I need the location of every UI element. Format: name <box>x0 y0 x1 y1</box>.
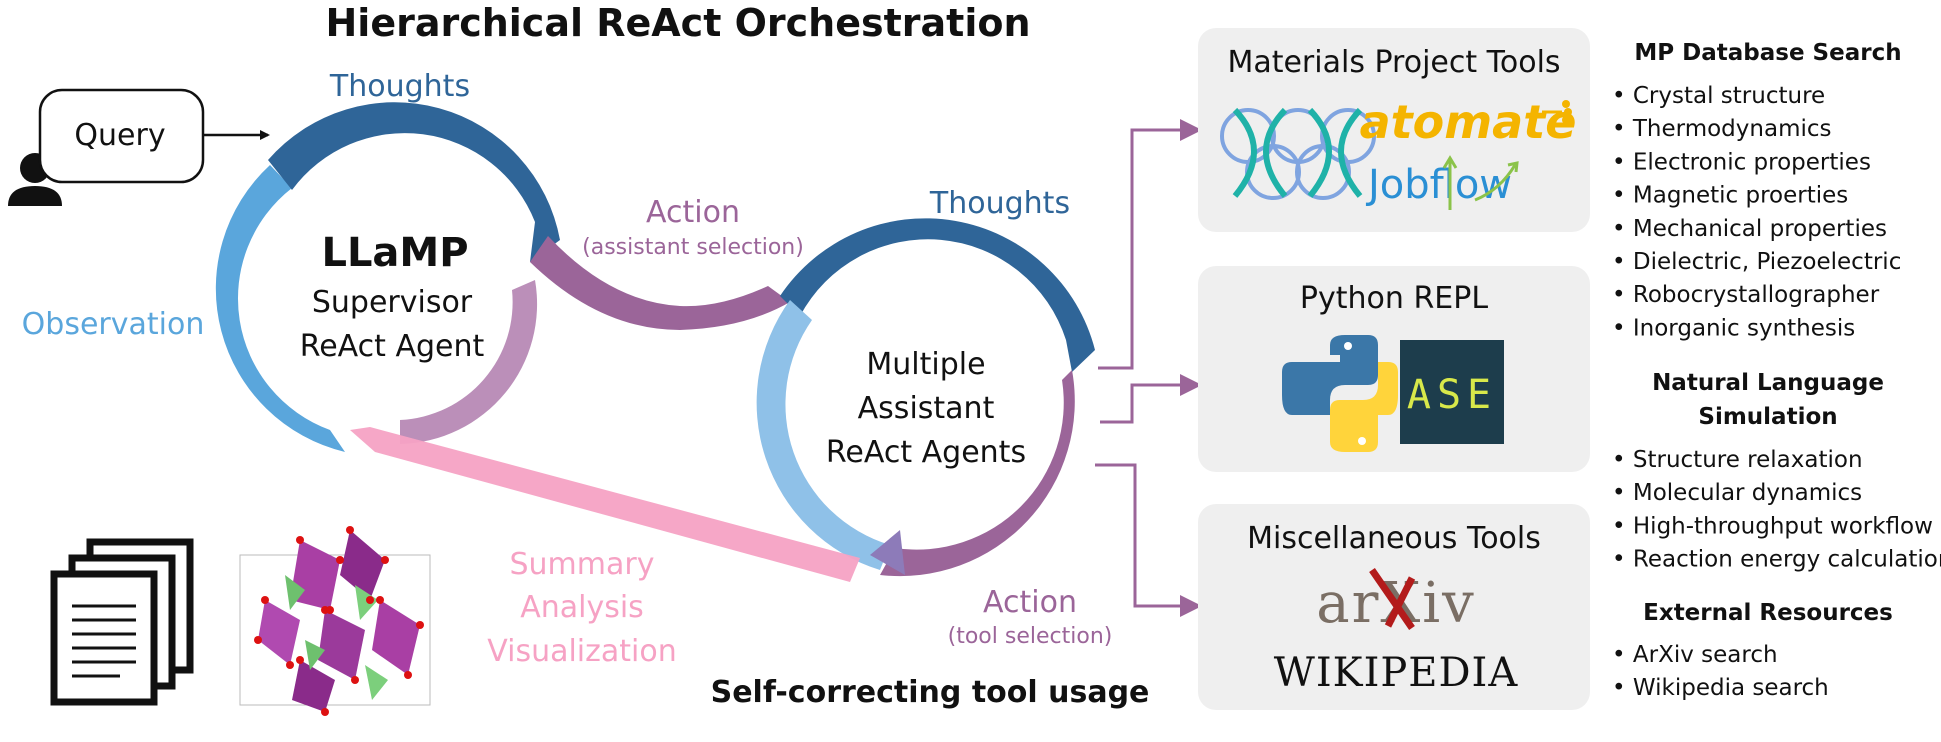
capability-item: • Dielectric, Piezoelectric <box>1612 249 1901 275</box>
mp-search-heading: MP Database Search <box>1634 40 1901 66</box>
capability-item: • Structure relaxation <box>1612 447 1863 473</box>
supervisor-action-label: Action <box>646 195 740 230</box>
capability-item: • Robocrystallographer <box>1612 282 1880 308</box>
summary-line1: Summary <box>510 547 655 582</box>
nl-sim-list: • Structure relaxation • Molecular dynami… <box>1612 447 1941 573</box>
capability-item: • Crystal structure <box>1612 83 1825 109</box>
python-logo-icon <box>1282 335 1398 452</box>
wikipedia-logo: WIKIPEDIA <box>1274 650 1519 696</box>
supervisor-thoughts-label: Thoughts <box>329 69 470 104</box>
summary-feedback-band <box>350 427 860 582</box>
ase-logo-box <box>1400 340 1504 444</box>
atomate-logo: atomate <box>1360 95 1577 149</box>
supervisor-action-curve <box>530 236 790 330</box>
materials-project-logo-icon <box>1220 107 1376 200</box>
assistants-line3: ReAct Agents <box>826 435 1026 470</box>
tool-routing-arrows <box>1095 119 1202 617</box>
capabilities-panel: MP Database Search • Crystal structure• … <box>1612 40 1941 701</box>
jobflow-logo: Jobflow <box>1365 162 1512 208</box>
materials-project-tools-box: Materials Project Tools atomate Jobflow <box>1198 28 1590 232</box>
ase-logo: ASE <box>1407 372 1497 418</box>
page-title: Hierarchical ReAct Orchestration <box>325 1 1030 45</box>
python-tools-title: Python REPL <box>1300 281 1488 316</box>
assistants-action-sub: (tool selection) <box>948 624 1113 649</box>
capability-item: • Inorganic synthesis <box>1612 315 1855 341</box>
python-repl-box: Python REPL ASE <box>1198 266 1590 472</box>
capability-item: • ArXiv search <box>1612 642 1778 668</box>
nl-sim-heading-line1: Natural Language <box>1652 370 1884 396</box>
capability-item: • Mechanical properties <box>1612 216 1887 242</box>
assistants-line2: Assistant <box>858 391 995 426</box>
assistants-thoughts-label: Thoughts <box>929 186 1070 221</box>
supervisor-inner-arc <box>400 280 538 444</box>
assistants-line1: Multiple <box>866 347 985 382</box>
supervisor-line1: Supervisor <box>312 285 473 320</box>
capability-item: • Wikipedia search <box>1612 675 1829 701</box>
assistants-action-label: Action <box>983 585 1077 620</box>
capability-item: • Electronic properties <box>1612 149 1871 175</box>
supervisor-line2: ReAct Agent <box>300 329 485 364</box>
supervisor-thoughts-arc <box>268 102 560 263</box>
misc-tools-box: Miscellaneous Tools arXiv WIKIPEDIA <box>1198 504 1590 710</box>
self-correcting-label: Self-correcting tool usage <box>711 675 1150 710</box>
supervisor-name: LLaMP <box>321 230 468 276</box>
assistant-thoughts-arc <box>780 218 1095 372</box>
crystal-structure-icon <box>239 526 431 716</box>
nl-sim-heading-line2: Simulation <box>1698 404 1837 430</box>
mp-search-list: • Crystal structure • Thermodynamics • Ele… <box>1612 83 1901 341</box>
capability-item: • High-throughput workflow <box>1612 513 1933 539</box>
arxiv-x-mark <box>1369 568 1416 630</box>
atomate-branch-icon <box>1542 100 1572 124</box>
assistant-observation-arc <box>756 300 890 570</box>
supervisor-observation-arc <box>215 165 345 452</box>
misc-tools-title: Miscellaneous Tools <box>1247 521 1541 556</box>
mp-tools-title: Materials Project Tools <box>1227 45 1560 80</box>
summary-line2: Analysis <box>520 590 644 625</box>
capability-item: • Magnetic proerties <box>1612 183 1848 209</box>
summary-line3: Visualization <box>487 634 677 669</box>
assistant-cycle <box>756 218 1095 577</box>
documents-icon <box>50 538 194 706</box>
capability-item: • Thermodynamics <box>1612 116 1832 142</box>
external-list: • ArXiv search • Wikipedia search <box>1612 642 1829 701</box>
supervisor-cycle <box>215 102 560 452</box>
query-label: Query <box>74 118 165 153</box>
supervisor-action-sub: (assistant selection) <box>582 235 804 260</box>
capability-item: • Reaction energy calculation <box>1612 547 1941 573</box>
supervisor-observation-label: Observation <box>22 307 205 342</box>
capability-item: • Molecular dynamics <box>1612 480 1862 506</box>
external-heading: External Resources <box>1643 600 1893 626</box>
jobflow-arrow-icon <box>1442 155 1519 210</box>
